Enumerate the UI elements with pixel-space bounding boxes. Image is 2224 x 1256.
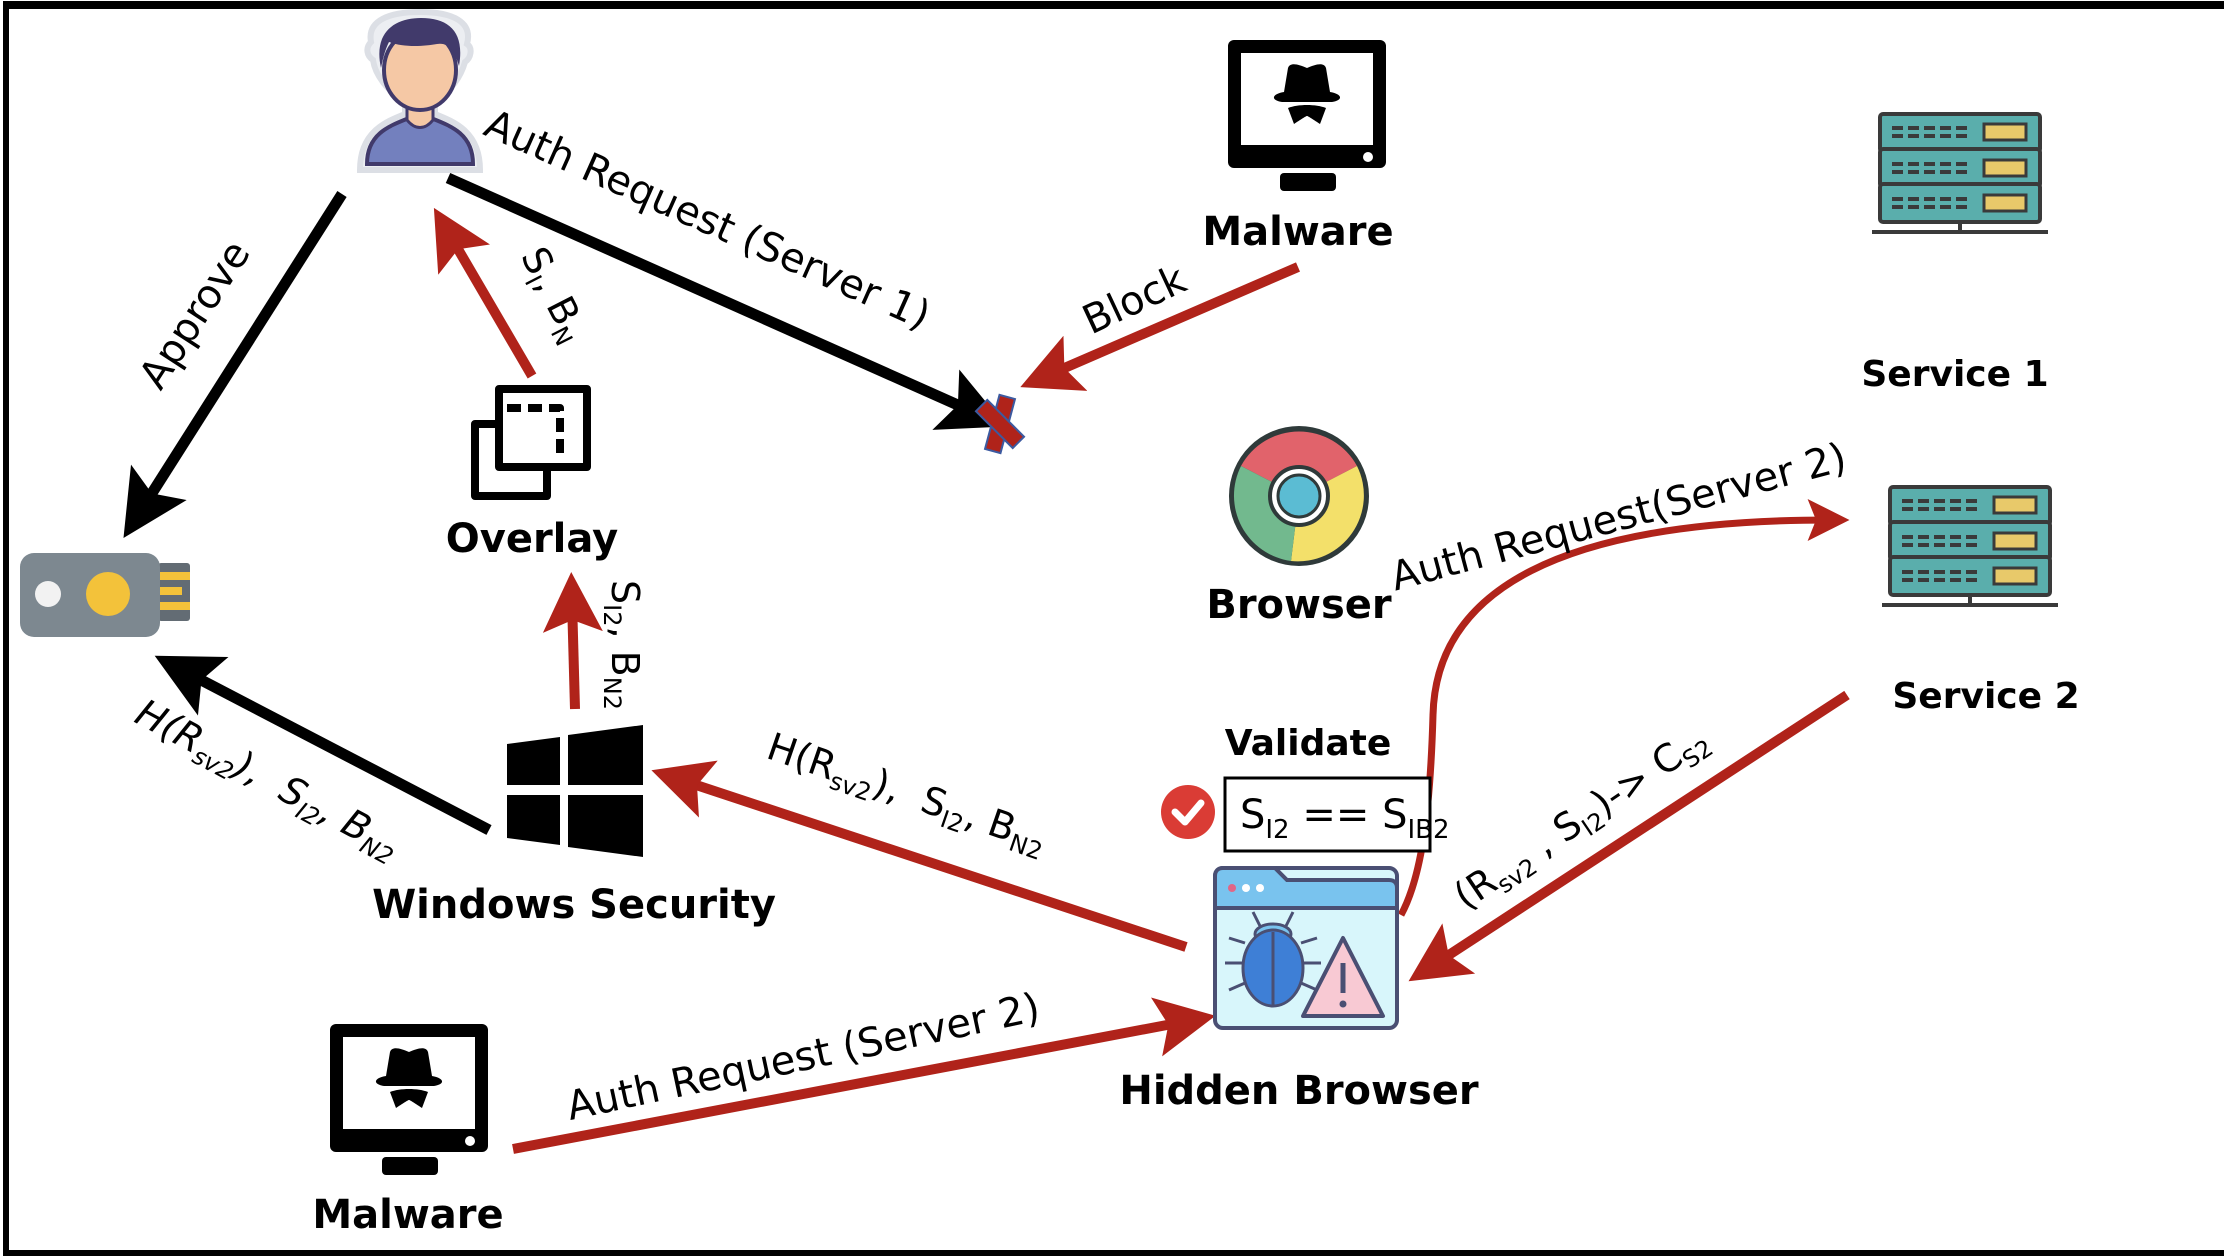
edge-block xyxy=(1020,262,1300,391)
label-win-to-key: H(Rsv2), SI2, BN2 xyxy=(126,690,408,871)
service2-label: Service 2 xyxy=(1892,676,2079,717)
service1-label: Service 1 xyxy=(1861,354,2048,395)
service1-server-icon xyxy=(1872,112,2048,234)
edge-auth-server2-curve xyxy=(1397,499,1850,917)
malware-monitor-icon-bottom xyxy=(330,1024,488,1175)
hidden-browser-label: Hidden Browser xyxy=(1119,1068,1479,1114)
malware-monitor-icon xyxy=(1228,40,1386,191)
service2-server-icon xyxy=(1882,485,2058,607)
validate-expression: SI2 == SIB2 xyxy=(1240,792,1450,845)
edge-si2-bn2 xyxy=(542,572,603,710)
validate-box xyxy=(1223,776,1432,853)
x-mark-icon xyxy=(974,393,1026,455)
edge-approve xyxy=(123,191,347,538)
malware-top-label: Malware xyxy=(1202,209,1393,255)
edge-malware-auth-server2 xyxy=(512,997,1216,1154)
validate-title: Validate xyxy=(1225,723,1392,764)
label-si2-bn2: SI2, BN2 xyxy=(598,580,647,710)
label-hidden-to-win: H(Rsv2), SI2, BN2 xyxy=(760,724,1053,866)
edge-hidden-to-win xyxy=(651,760,1188,952)
label-service2-to-hidden: (Rsv2 , SI2)-> CS2 xyxy=(1446,716,1718,922)
chrome-browser-icon xyxy=(1229,426,1369,566)
security-key-icon xyxy=(20,553,190,637)
label-si-bn: SI, BN xyxy=(508,240,597,351)
overlay-icon xyxy=(471,385,591,500)
overlay-label: Overlay xyxy=(446,516,618,562)
check-circle-icon xyxy=(1161,785,1215,839)
edge-si-bn xyxy=(433,207,537,379)
edge-service2-to-hidden xyxy=(1408,690,1850,982)
user-icon xyxy=(356,8,484,173)
windows-logo-icon xyxy=(507,725,643,857)
edge-auth-server1 xyxy=(445,172,1007,430)
malware-bottom-label: Malware xyxy=(312,1192,503,1238)
browser-label: Browser xyxy=(1206,582,1392,628)
label-approve: Approve xyxy=(130,233,259,398)
bug-browser-icon xyxy=(1213,866,1399,1030)
edge-win-to-key xyxy=(154,655,492,835)
windows-security-label: Windows Security xyxy=(372,882,776,928)
label-block: Block xyxy=(1076,256,1194,344)
